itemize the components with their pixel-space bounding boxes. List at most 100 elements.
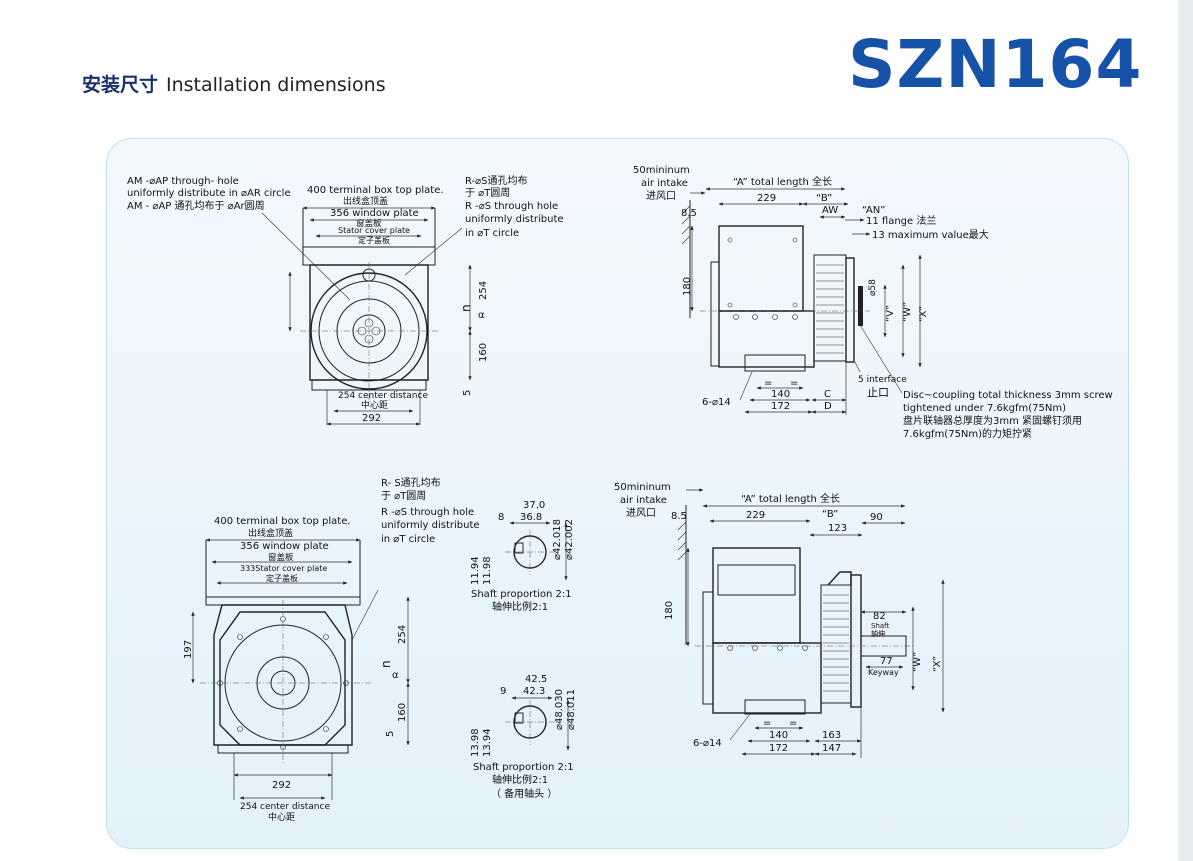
- max-13-label: 13 maximum value最大: [872, 228, 989, 241]
- foot-side: [744, 354, 806, 372]
- disc-coupling: [845, 257, 855, 363]
- hatch-1: [681, 205, 691, 215]
- vent2-1: [727, 645, 733, 651]
- dim4-163: 163: [822, 730, 841, 741]
- mount-holes-2: 6-⌀14: [693, 738, 722, 749]
- vent-3: [772, 314, 778, 320]
- front-view-1: AM -⌀AP through- hole uniformly distribu…: [127, 175, 564, 426]
- terminal-box-label: 400 terminal box top plate.: [307, 185, 444, 196]
- disc-note-3: 盘片联轴器总厚度为3mm 紧固螺钉须用: [903, 414, 1082, 427]
- mount-holes: 6-⌀14: [702, 397, 731, 408]
- r2-label-cn-2: 于 ⌀T圆周: [381, 490, 426, 502]
- shaft2-d9: 9: [500, 686, 506, 697]
- shaft2-key: [514, 712, 524, 724]
- dim-172: 172: [771, 401, 790, 412]
- shaft1-d368: 36.8: [520, 512, 542, 523]
- angle-alpha: α: [478, 310, 485, 321]
- keyway-label: Keyway: [868, 668, 899, 677]
- dim-180: 180: [682, 277, 693, 296]
- stator2-label: 333Stator cover plate: [240, 564, 327, 573]
- vent2-4: [802, 645, 808, 651]
- dim4-229: 229: [746, 510, 765, 521]
- dim4-140: 140: [769, 730, 788, 741]
- center-distance-label: 254 center distance: [338, 391, 428, 401]
- r-label-cn-1: R-⌀S通孔均布: [465, 175, 528, 187]
- right-edge-strip: [1178, 0, 1193, 861]
- r-leader: [404, 227, 463, 276]
- r2-label-en-2: uniformly distribute: [381, 520, 480, 531]
- am-label-cn: AM - ⌀AP 通孔均布于 ⌀Ar圆周: [127, 200, 265, 212]
- shaft2-proportion-cn: 轴伸比例2:1: [492, 773, 548, 786]
- dim4-82: 82: [873, 611, 886, 622]
- shaft2-d425: 42.5: [525, 674, 547, 685]
- dim4-123: 123: [828, 523, 847, 534]
- interface-label: 5 interface: [858, 375, 907, 385]
- section-title: 安装尺寸 Installation dimensions: [82, 70, 386, 97]
- frame2-body: [213, 604, 353, 746]
- r-label-en-1: R -⌀S through hole: [465, 201, 558, 212]
- r2-label-en-1: R -⌀S through hole: [381, 507, 474, 518]
- octagon-frame: [219, 611, 346, 746]
- window-plate-label-cn: 窗盖板: [356, 218, 382, 229]
- a-total-label: “A” total length 全长: [733, 175, 832, 188]
- dim-229: 229: [757, 193, 776, 204]
- dim-v: “V”: [885, 305, 896, 322]
- shaft2-h1: 13.98: [470, 728, 481, 757]
- am-leader: [261, 212, 351, 301]
- dim-dia-58: ⌀58: [868, 279, 878, 296]
- hatch2-1: [677, 521, 687, 531]
- hatch2-2: [677, 531, 687, 541]
- side-view-1: 50mininum air intake 进风口 8.5 “A” total l…: [633, 165, 1113, 440]
- dim-c: C: [824, 389, 831, 400]
- am-label-en-1: AM -⌀AP through- hole: [127, 176, 239, 187]
- dim-292: 292: [362, 413, 381, 424]
- vent-2: [752, 314, 758, 320]
- disc-note-leader: [859, 324, 903, 394]
- dim4-180: 180: [664, 601, 675, 620]
- shaft1-dia1: ⌀42.018: [552, 519, 563, 560]
- rear-flange: [710, 261, 720, 367]
- shaft-label: Shaft: [871, 622, 890, 630]
- win2-label-cn: 窗盖板: [268, 552, 294, 563]
- side-view-2: 50mininum air intake 进风口 8.5 “A” total l…: [614, 482, 945, 758]
- dim4-x: “X”: [932, 656, 943, 672]
- tb-screw-1: [727, 237, 733, 243]
- shaft-detail-1: 37.0 36.8 8 ⌀42.018 ⌀42.002 11.94 11.98 …: [470, 500, 575, 613]
- shaft1-dia2: ⌀42.002: [564, 519, 575, 560]
- r2-label-en-3: in ⌀T circle: [381, 534, 435, 545]
- dim2-197: 197: [183, 640, 194, 659]
- dim4-77: 77: [880, 656, 893, 667]
- rear-flange-2: [702, 591, 714, 705]
- dim-x: “X”: [918, 306, 929, 322]
- angle2-alpha: α: [392, 670, 399, 681]
- stator-plate-label-cn: 定子盖板: [358, 235, 390, 245]
- stator-plate-label: Stator cover plate: [338, 226, 410, 235]
- eq-2: =: [790, 378, 798, 389]
- dim2-254: 254: [397, 625, 408, 644]
- mount-holes-2-leader: [729, 713, 751, 741]
- shaft-detail-2: 42.5 42.3 9 ⌀48.030 ⌀48.011 13.98 13.94 …: [470, 674, 577, 800]
- shaft1-d8: 8: [498, 512, 504, 523]
- tb2-label-cn: 出线盒顶盖: [248, 527, 293, 539]
- shaft1-h2: 11.98: [482, 556, 493, 585]
- section-title-cn: 安装尺寸: [82, 74, 159, 96]
- flange-label: 11 flange 法兰: [866, 214, 936, 227]
- shaft2-h2: 13.94: [482, 728, 493, 757]
- terminal-box-label-cn: 出线盒顶盖: [343, 195, 388, 207]
- disc-note-1: Disc~coupling total thickness 3mm screw: [903, 390, 1113, 401]
- shaft2-proportion: Shaft proportion 2:1: [473, 762, 574, 773]
- shaft1-d370: 37.0: [523, 500, 545, 511]
- tb2-label: 400 terminal box top plate.: [214, 516, 351, 527]
- shaft-label-cn: 轴伸: [871, 629, 885, 638]
- section-title-en: Installation dimensions: [166, 74, 386, 96]
- win2-label: 356 window plate: [240, 541, 329, 552]
- frame-foot: [311, 379, 427, 391]
- dim4-8-5: 8.5: [671, 511, 687, 522]
- dim-140: 140: [771, 389, 790, 400]
- frame-body: [309, 264, 429, 381]
- model-number: SZN164: [848, 26, 1143, 103]
- vent2-2: [752, 645, 758, 651]
- tb-screw-2: [792, 237, 798, 243]
- coupling-hub: [858, 286, 863, 326]
- drawing-panel: [106, 138, 1129, 849]
